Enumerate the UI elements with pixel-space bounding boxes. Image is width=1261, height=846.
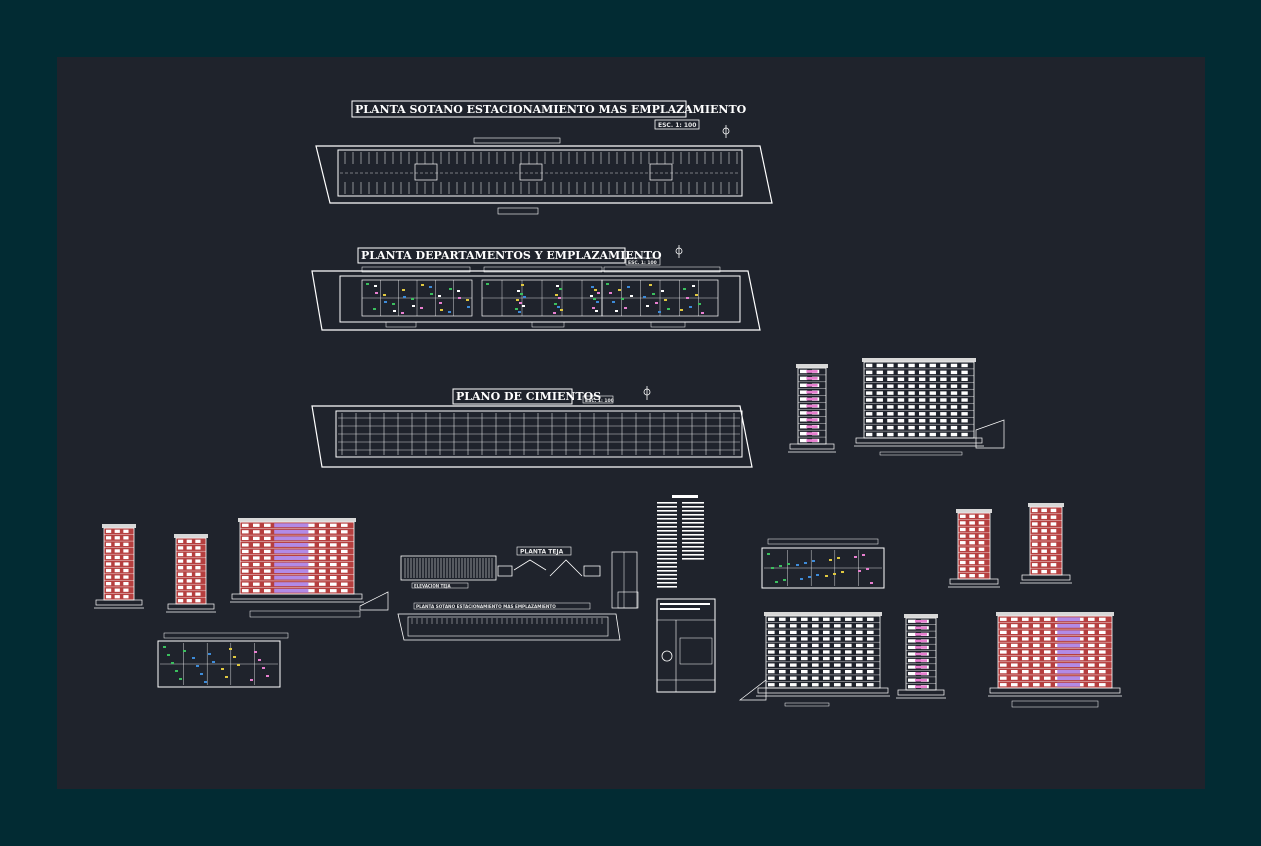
basement-plan-title: PLANTA SOTANO ESTACIONAMIENTO MAS EMPLAZ…	[355, 103, 747, 116]
north-arrow-icon	[722, 125, 730, 138]
apartments-plan-title-box	[357, 247, 626, 264]
floor-plan-right	[761, 538, 885, 589]
parking-stalls	[340, 152, 740, 194]
building-elevation-icon	[1020, 503, 1072, 584]
building-elevation-icon	[166, 534, 216, 613]
building-elevation-icon	[788, 364, 836, 453]
north-arrow-icon	[643, 386, 651, 400]
basement-plan-group: PLANTA SOTANO ESTACIONAMIENTO MAS EMPLAZ…	[315, 100, 773, 215]
apartments-plan-title: PLANTA DEPARTAMENTOS Y EMPLAZAMIENTO	[361, 249, 662, 262]
foundation-plan-title-box	[452, 388, 573, 405]
cad-drawing: PLANTA SOTANO ESTACIONAMIENTO MAS EMPLAZ…	[94, 100, 1122, 708]
building-elevation-icon	[988, 612, 1122, 697]
building-elevation-icon	[756, 612, 890, 697]
basement-plan-scale: ESC. 1: 100	[658, 122, 696, 129]
foundation-plan-scale-box	[582, 395, 614, 404]
building-elevations	[94, 358, 1122, 701]
roof-details-group: ELEVACION TEJA PLANTA TEJA PLANTA SOTANO…	[397, 495, 716, 693]
small-basement-plan-title: PLANTA SOTANO ESTACIONAMIENTO MAS EMPLAZ…	[416, 604, 556, 609]
floor-plan-left	[157, 632, 289, 688]
building-elevation-icon	[94, 524, 144, 609]
apartment-blocks	[361, 279, 719, 317]
building-elevation-icon	[948, 509, 1000, 588]
foundation-plan-scale: ESC. 1: 100	[585, 398, 614, 404]
building-elevation-icon	[854, 358, 984, 447]
apartments-outline	[339, 275, 741, 323]
avenue-label-box	[497, 207, 539, 215]
basement-plan-title-box	[351, 100, 687, 118]
apartments-plan-group: PLANTA DEPARTAMENTOS Y EMPLAZAMIENTO ESC…	[311, 245, 761, 331]
apartments-plan-scale-box	[625, 257, 661, 266]
north-arrow-icon	[675, 245, 683, 258]
foundation-grid	[338, 413, 740, 455]
foundation-outline	[335, 410, 743, 458]
general-notes-table	[657, 502, 704, 588]
title-block	[656, 598, 716, 693]
foundation-plan-title: PLANO DE CIMIENTOS	[456, 390, 601, 403]
building-elevation-icon	[230, 518, 364, 603]
roof-plan-title: PLANTA TEJA	[520, 549, 564, 556]
basement-outline	[337, 149, 743, 197]
drawing-sheet: PLANTA SOTANO ESTACIONAMIENTO MAS EMPLAZ…	[57, 57, 1205, 789]
building-elevation-icon	[896, 614, 946, 699]
basement-plan-scale-box	[654, 119, 700, 130]
apartments-plan-scale: ESC. 1: 100	[628, 260, 657, 266]
street-label-box	[473, 137, 561, 144]
foundation-plan-group: PLANO DE CIMIENTOS ESC. 1: 100	[311, 386, 753, 468]
roof-elevation-label: ELEVACION TEJA	[414, 584, 451, 589]
